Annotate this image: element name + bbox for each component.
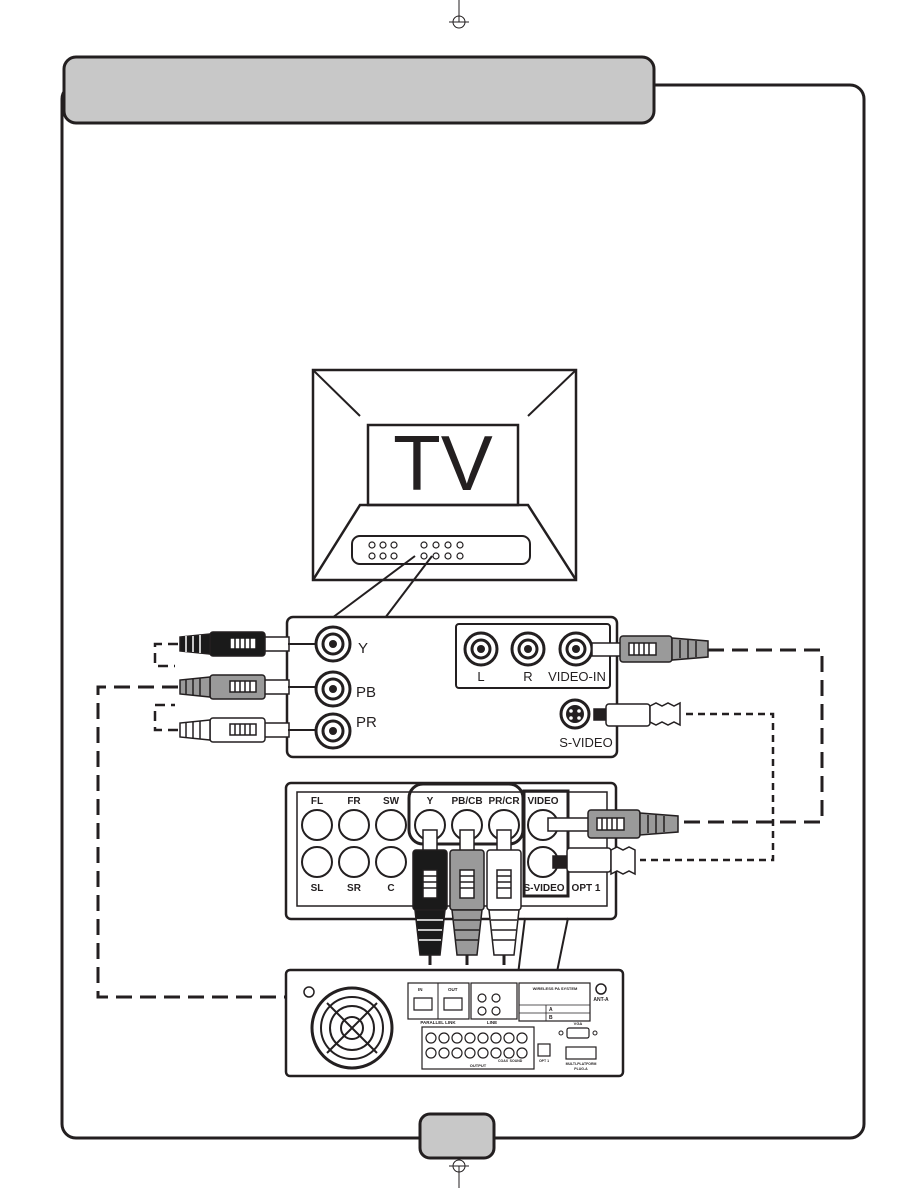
- label-fl: FL: [311, 796, 323, 807]
- label-unit-y: Y: [427, 796, 434, 807]
- jack-fr[interactable]: [338, 809, 370, 841]
- jack-y[interactable]: [314, 625, 352, 663]
- label-multiplatform: MULTI-PLATFORM: [566, 1062, 597, 1066]
- component-cable-y: [179, 631, 316, 657]
- unit-top-labels: FL FR SW Y PB/CB PR/CR VIDEO: [311, 796, 559, 807]
- label-l: L: [477, 669, 484, 684]
- tv-component-jacks: [314, 625, 352, 750]
- label-sound: SOUND: [510, 1059, 523, 1063]
- label-sr: SR: [347, 883, 362, 894]
- label-vga: VGA: [574, 1021, 583, 1026]
- label-parallel-in: IN: [418, 987, 423, 992]
- parallel-out-port[interactable]: [443, 997, 463, 1011]
- label-line: LINE: [487, 1020, 497, 1025]
- label-prcr: PR/CR: [488, 796, 520, 807]
- line-jacks: [477, 993, 501, 1016]
- optical-port[interactable]: [537, 1043, 551, 1057]
- fan-grille: [310, 986, 394, 1070]
- jack-fl[interactable]: [301, 809, 333, 841]
- jack-l[interactable]: [463, 631, 499, 667]
- label-unit-svideo: S-VIDEO: [523, 883, 564, 894]
- jack-r[interactable]: [510, 631, 546, 667]
- label-a: A: [549, 1007, 553, 1013]
- vga-port[interactable]: [566, 1027, 590, 1039]
- label-parallel-out: OUT: [448, 987, 458, 992]
- label-r: R: [523, 669, 532, 684]
- component-cable-pb: [179, 674, 316, 700]
- label-pb: PB: [356, 684, 376, 701]
- tv-illustration: [311, 368, 578, 582]
- label-sw: SW: [383, 796, 400, 807]
- label-pbcb: PB/CB: [451, 796, 482, 807]
- label-fr: FR: [347, 796, 361, 807]
- label-output: OUTPUT: [470, 1063, 487, 1068]
- label-opt1: OPT 1: [572, 883, 601, 894]
- multiplatform-port[interactable]: [565, 1046, 597, 1060]
- jack-c[interactable]: [375, 846, 407, 878]
- label-rear-opt1: OPT 1: [539, 1059, 549, 1063]
- output-jacks: [425, 1032, 528, 1059]
- jack-video-in[interactable]: [558, 631, 594, 667]
- label-video-in: VIDEO-IN: [548, 669, 606, 684]
- label-sl: SL: [311, 883, 324, 894]
- label-parallel-link: PARALLEL LINK: [420, 1020, 456, 1025]
- unit-cable-pb: [449, 829, 485, 956]
- tv-video-cable: [591, 635, 709, 663]
- jack-pb[interactable]: [314, 670, 352, 708]
- label-pr: PR: [356, 714, 377, 731]
- header-tab: [62, 55, 656, 125]
- parallel-in-port[interactable]: [413, 997, 433, 1011]
- tv-zoom-lines: [331, 555, 433, 619]
- tv-svideo-cable: [593, 701, 681, 727]
- tv-label: TV: [393, 419, 493, 507]
- crop-marks: [449, 0, 469, 1188]
- unit-cable-pr: [486, 829, 522, 956]
- jack-sr[interactable]: [338, 846, 370, 878]
- component-cable-pr: [179, 717, 316, 743]
- jack-sl[interactable]: [301, 846, 333, 878]
- label-coax: COAX: [498, 1059, 509, 1063]
- label-y: Y: [358, 640, 368, 657]
- video-group-box: [522, 789, 570, 898]
- tv-jack-dots: [368, 541, 464, 560]
- label-video: VIDEO: [527, 796, 558, 807]
- jack-sw[interactable]: [375, 809, 407, 841]
- unit-video-cable: [547, 809, 679, 839]
- ant-a-connector[interactable]: [595, 983, 607, 995]
- page-number-tab: [418, 1112, 496, 1160]
- unit-cable-y: [412, 829, 448, 956]
- wireless-box: [518, 982, 591, 1022]
- tv-av-jacks: [463, 631, 594, 667]
- svideo-jack[interactable]: [559, 698, 591, 730]
- label-wireless: WIRELESS PA SYSTEM: [533, 986, 578, 991]
- label-plug-a: PLUG-A: [574, 1067, 588, 1071]
- label-svideo: S-VIDEO: [559, 735, 612, 750]
- label-b: B: [549, 1015, 553, 1021]
- power-hole: [303, 986, 315, 998]
- label-c: C: [387, 883, 394, 894]
- unit-svideo-cable: [552, 846, 636, 876]
- unit-bottom-labels: SL SR C S-VIDEO OPT 1: [311, 883, 601, 894]
- label-ant-a: ANT-A: [593, 997, 609, 1003]
- jack-pr[interactable]: [314, 712, 352, 750]
